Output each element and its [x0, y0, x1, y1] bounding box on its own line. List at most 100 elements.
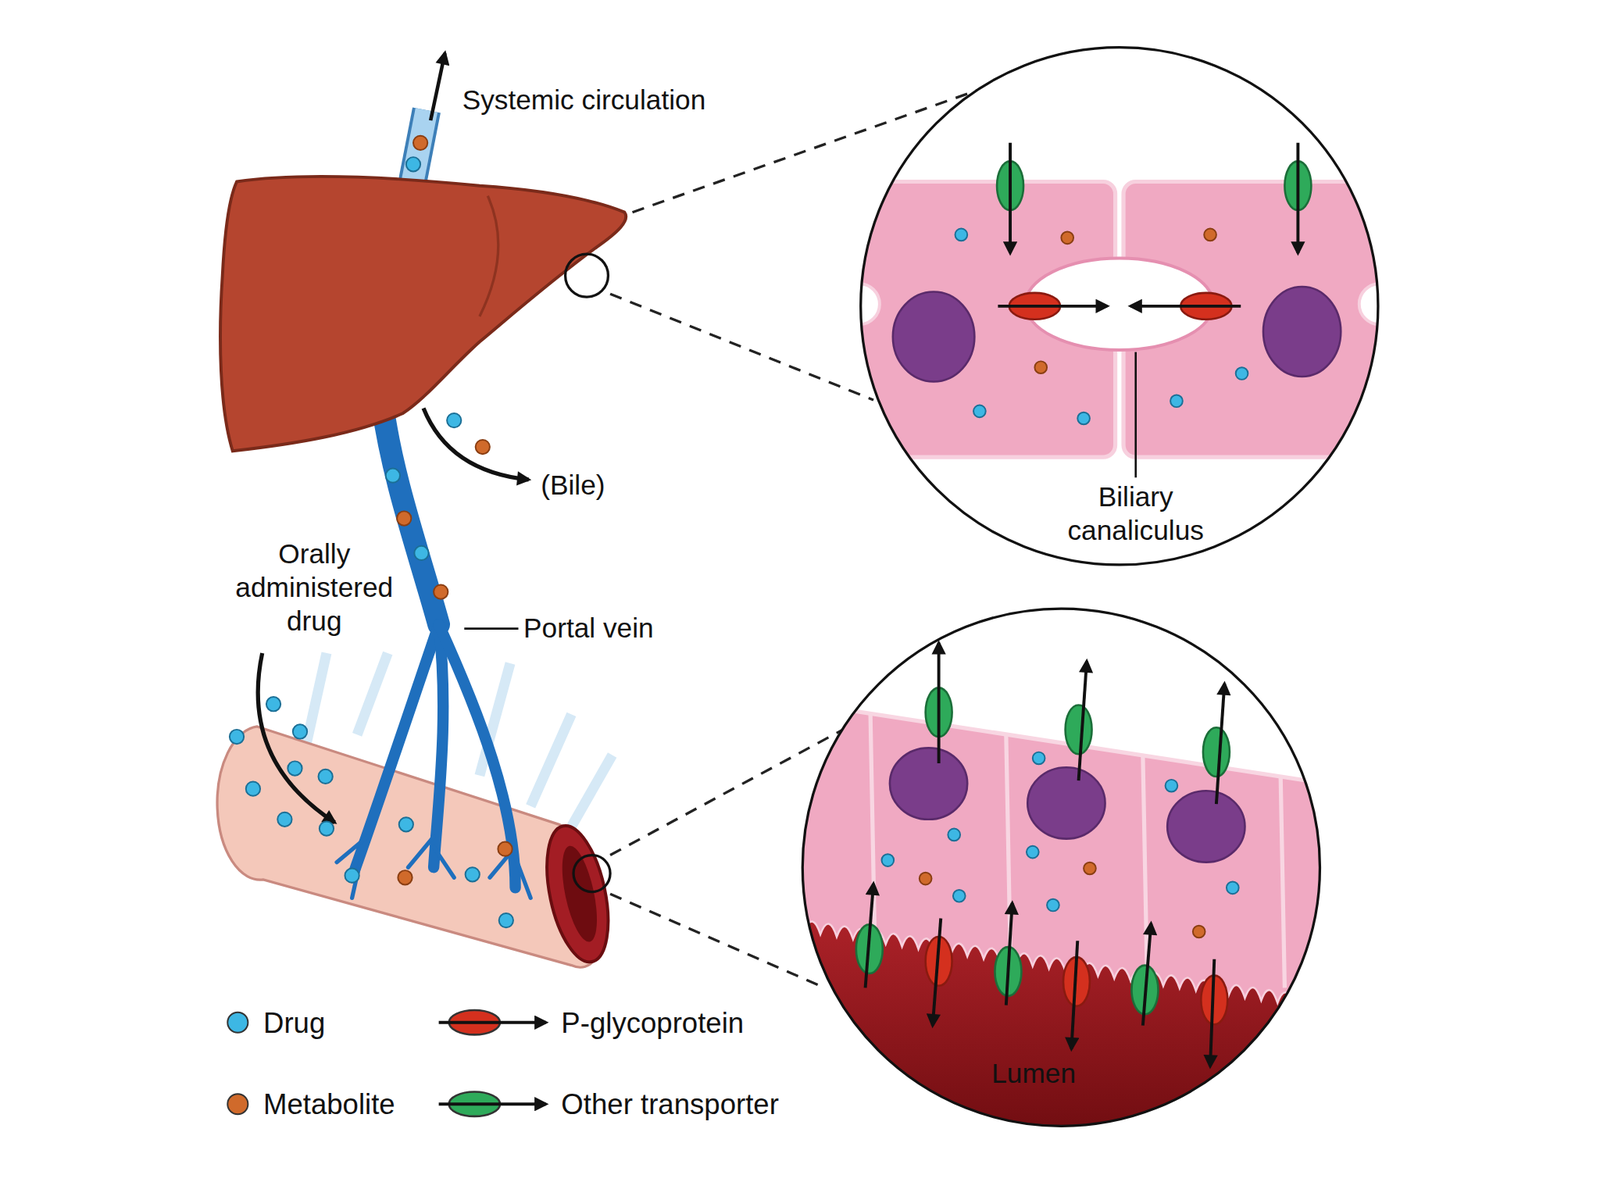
- nucleus: [1167, 790, 1245, 862]
- metabolite-dot: [1083, 862, 1097, 875]
- nucleus: [889, 747, 968, 819]
- transport-arrow: [865, 883, 874, 988]
- view-label: Lumen: [972, 1057, 1096, 1091]
- drug-dot: [414, 546, 429, 561]
- part-label: Orally administered drug: [217, 537, 411, 639]
- transport-arrow: [1008, 142, 1012, 254]
- transport-arrow: [1071, 940, 1078, 1049]
- legend-swatch: [227, 1012, 248, 1033]
- other-transporter: [1065, 705, 1093, 755]
- magnified-view-outline: [800, 607, 1322, 1128]
- drug-dot: [344, 868, 359, 883]
- canaliculus-edge: [839, 283, 880, 325]
- leader-line: [1134, 352, 1137, 479]
- metabolite-dot: [919, 872, 933, 886]
- intestine-lumen: [535, 820, 619, 968]
- metabolite-dot: [413, 135, 428, 150]
- transport-arrow: [1210, 959, 1215, 1067]
- magnified-view: Lumen: [800, 607, 1322, 1128]
- drug-dot: [465, 867, 480, 882]
- oral-arrow: [257, 653, 335, 823]
- drug-dot: [1046, 899, 1060, 912]
- portal-vein-branch: [433, 624, 443, 868]
- drug-dot: [947, 828, 961, 842]
- legend-swatch: [227, 1093, 248, 1115]
- metabolite-dot: [1192, 925, 1206, 939]
- zoom-marker: [565, 253, 609, 297]
- transport-arrow: [1142, 923, 1151, 1026]
- drug-dot: [1165, 779, 1179, 793]
- nucleus: [892, 292, 975, 383]
- metabolite-dot: [397, 870, 412, 885]
- nucleus: [1263, 286, 1341, 377]
- zoom-background: [857, 40, 1388, 572]
- vein-twig: [336, 836, 531, 898]
- legend-text: Metabolite: [263, 1087, 396, 1122]
- zoom-line: [610, 893, 825, 988]
- metabolite-dot: [1203, 228, 1217, 242]
- transport-arrow: [1216, 683, 1225, 804]
- drug-dot: [1226, 881, 1240, 894]
- drug-dot: [246, 781, 261, 796]
- transport-arrow: [932, 918, 941, 1026]
- transport-arrow: [1006, 903, 1013, 1006]
- magnified-view: Biliary canaliculus: [859, 46, 1380, 567]
- zoom-marker: [573, 855, 611, 893]
- drug-dot: [277, 812, 292, 827]
- liver-lobe-line: [479, 196, 499, 317]
- drug-dot: [446, 413, 461, 428]
- drug-dot: [406, 157, 421, 172]
- part-label: Portal vein: [523, 612, 654, 647]
- cell-border: [1280, 776, 1285, 988]
- transport-arrow: [1130, 304, 1241, 308]
- drug-dot: [319, 821, 334, 836]
- drug-dot: [499, 913, 514, 928]
- legend-item: [439, 1010, 547, 1035]
- metabolite-dot: [1060, 231, 1074, 244]
- bile-arrow: [423, 407, 529, 479]
- legend-text: Other transporter: [560, 1087, 779, 1122]
- legend-item: [439, 1092, 547, 1117]
- drug-dot: [1077, 412, 1090, 425]
- drug-dot: [266, 696, 281, 711]
- hepatocyte-view: [839, 40, 1400, 572]
- nucleus: [1027, 767, 1105, 839]
- drug-dot: [292, 724, 308, 739]
- transport-arrow: [997, 304, 1108, 308]
- legend-text: P-glycoprotein: [560, 1005, 744, 1040]
- drug-dot: [385, 468, 400, 483]
- drug-dot: [953, 889, 966, 903]
- flow-arrow: [430, 53, 445, 121]
- magnified-view-circle: [802, 608, 1320, 1126]
- cell-border: [1006, 734, 1011, 947]
- transport-arrow: [1296, 142, 1300, 254]
- drug-dot: [1235, 367, 1249, 380]
- metabolite-dot: [497, 842, 512, 857]
- drug-dot: [229, 729, 244, 744]
- drug-dot: [973, 405, 986, 418]
- leader-line: [464, 627, 518, 630]
- canaliculus-edge: [1359, 283, 1400, 325]
- portal-vein-branch: [439, 624, 516, 888]
- drug-dot: [1026, 846, 1040, 859]
- legend-item: [227, 1093, 248, 1115]
- drug-dot: [1170, 394, 1183, 408]
- legend-text: Drug: [263, 1005, 325, 1040]
- drug-dot: [1032, 752, 1046, 765]
- drug-dot: [287, 760, 302, 775]
- other-transporter: [1203, 727, 1230, 777]
- magnified-view-circle: [860, 47, 1379, 565]
- drug-dot: [881, 853, 894, 867]
- zoom-line: [610, 293, 874, 400]
- legend-item: [227, 1012, 248, 1033]
- metabolite-dot: [433, 584, 448, 599]
- drug-dot: [318, 769, 333, 784]
- legend-arrow: [439, 1021, 547, 1025]
- transport-arrow: [1078, 660, 1087, 781]
- drug-dot: [399, 817, 414, 832]
- drug-dot: [955, 228, 968, 242]
- cell-border: [1142, 755, 1147, 968]
- transport-arrow: [937, 642, 941, 764]
- metabolite-dot: [396, 510, 411, 525]
